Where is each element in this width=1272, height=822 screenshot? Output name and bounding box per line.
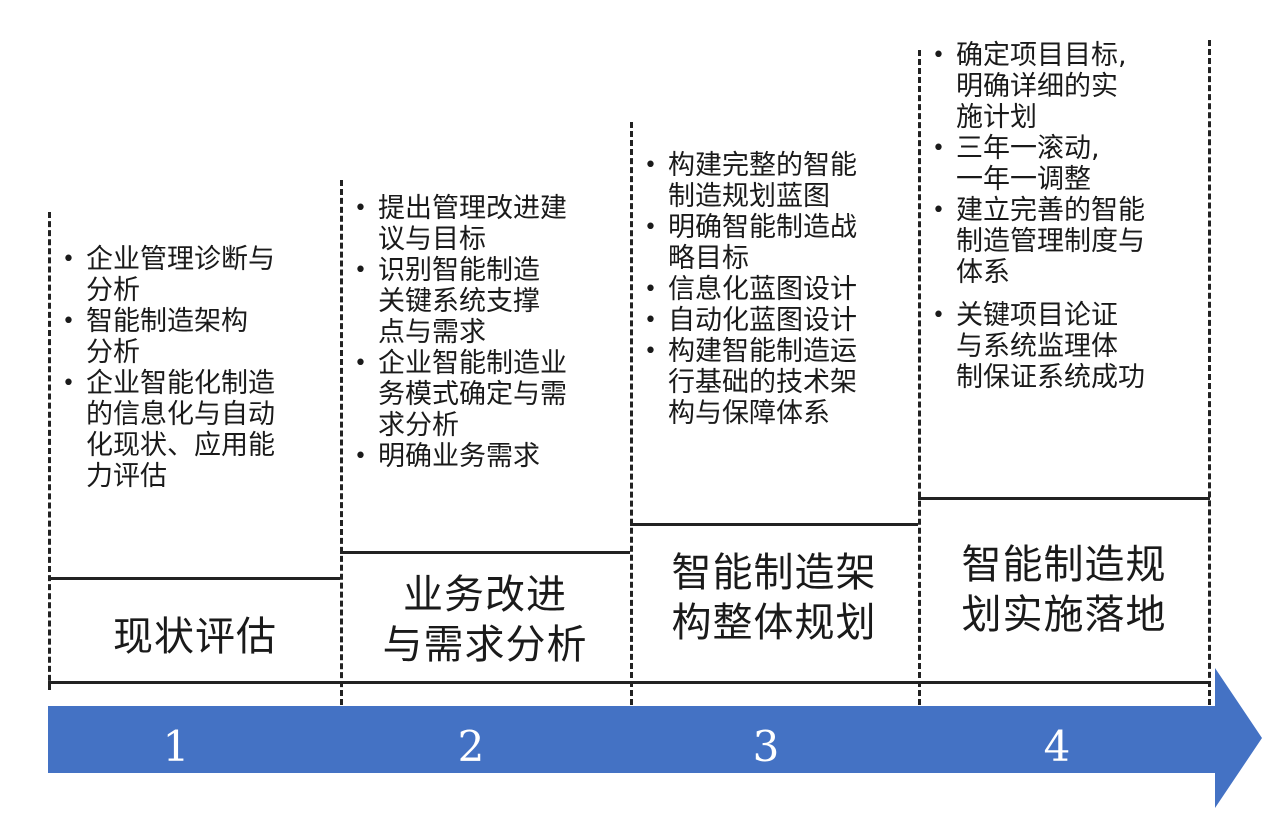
stage-1-bullets: 企业管理诊断与分析智能制造架构分析企业智能化制造的信息化与自动化现状、应用能力评… bbox=[54, 244, 334, 492]
bullet-line: 的信息化与自动 bbox=[86, 399, 275, 430]
bullet-line: 略目标 bbox=[668, 243, 749, 274]
bullet-line: 分析 bbox=[86, 337, 140, 368]
divider-4 bbox=[918, 50, 921, 705]
stage-1-number: 1 bbox=[162, 722, 190, 771]
stage-4-number: 4 bbox=[1043, 722, 1071, 771]
bullet-line: 行基础的技术架 bbox=[668, 367, 857, 398]
bullet-line: 求分析 bbox=[378, 410, 459, 441]
stage-2-title: 业务改进与需求分析 bbox=[340, 570, 630, 670]
bullet-line: 与系统监理体 bbox=[956, 331, 1118, 362]
bullet-line: 一年一调整 bbox=[956, 164, 1091, 195]
stage-2-number: 2 bbox=[457, 722, 485, 771]
stage-3-title: 智能制造架构整体规划 bbox=[630, 548, 918, 648]
bullet-line: 确定项目目标, bbox=[956, 40, 1127, 71]
divider-3 bbox=[630, 122, 633, 705]
bullet-line: 关键项目论证 bbox=[956, 300, 1118, 331]
bullet-line: 制造规划蓝图 bbox=[668, 181, 830, 212]
title-line: 智能制造架 bbox=[671, 550, 877, 596]
bullet-line: 构建完整的智能 bbox=[668, 150, 857, 181]
divider-1 bbox=[48, 212, 51, 690]
bullet-line: 体系 bbox=[956, 257, 1010, 288]
bullet-item: 信息化蓝图设计 bbox=[636, 274, 916, 305]
bullet-line: 提出管理改进建 bbox=[378, 193, 567, 224]
baseline bbox=[48, 681, 1210, 684]
step-line-4 bbox=[918, 497, 1210, 500]
bullet-line: 企业智能制造业 bbox=[378, 348, 567, 379]
stage-3-bullets: 构建完整的智能制造规划蓝图明确智能制造战略目标信息化蓝图设计自动化蓝图设计构建智… bbox=[636, 150, 916, 429]
arrow-shape bbox=[48, 668, 1262, 808]
bullet-line: 智能制造架构 bbox=[86, 306, 248, 337]
stage-4-title: 智能制造规划实施落地 bbox=[918, 540, 1210, 640]
divider-5 bbox=[1208, 40, 1211, 705]
bullet-line: 力评估 bbox=[86, 461, 167, 492]
title-line: 划实施落地 bbox=[961, 592, 1167, 638]
bullet-line: 自动化蓝图设计 bbox=[668, 305, 857, 336]
bullet-line: 企业智能化制造 bbox=[86, 368, 275, 399]
title-line: 与需求分析 bbox=[382, 622, 588, 668]
bullet-line: 建立完善的智能 bbox=[956, 195, 1145, 226]
bullet-line: 识别智能制造 bbox=[378, 255, 540, 286]
bullet-line: 构建智能制造运 bbox=[668, 336, 857, 367]
title-line: 现状评估 bbox=[113, 614, 277, 660]
step-line-3 bbox=[630, 523, 918, 526]
bullet-line: 明确详细的实 bbox=[956, 71, 1118, 102]
title-line: 业务改进 bbox=[403, 572, 567, 618]
stage-2-bullets: 提出管理改进建议与目标识别智能制造关键系统支撑点与需求企业智能制造业务模式确定与… bbox=[346, 193, 626, 472]
bullet-line: 信息化蓝图设计 bbox=[668, 274, 857, 305]
bullet-item: 自动化蓝图设计 bbox=[636, 305, 916, 336]
bullet-line: 点与需求 bbox=[378, 317, 486, 348]
step-line-1 bbox=[50, 577, 340, 580]
stage-1-title: 现状评估 bbox=[50, 612, 340, 662]
divider-2 bbox=[340, 180, 343, 705]
title-line: 智能制造规 bbox=[961, 542, 1167, 588]
bullet-line: 制造管理制度与 bbox=[956, 226, 1145, 257]
bullet-line: 务模式确定与需 bbox=[378, 379, 567, 410]
bullet-line: 议与目标 bbox=[378, 224, 486, 255]
bullet-line: 明确智能制造战 bbox=[668, 212, 857, 243]
stage-3-number: 3 bbox=[752, 722, 780, 771]
stage-4-bullets: 确定项目目标,明确详细的实施计划三年一滚动,一年一调整建立完善的智能制造管理制度… bbox=[924, 40, 1208, 393]
bullet-item: 明确业务需求 bbox=[346, 441, 626, 472]
bullet-line: 分析 bbox=[86, 275, 140, 306]
bullet-line: 企业管理诊断与 bbox=[86, 244, 275, 275]
bullet-item: 三年一滚动,一年一调整 bbox=[924, 133, 1208, 195]
bullet-line: 关键系统支撑 bbox=[378, 286, 540, 317]
step-line-2 bbox=[340, 551, 630, 554]
bullet-line: 化现状、应用能 bbox=[86, 430, 275, 461]
title-line: 构整体规划 bbox=[671, 600, 877, 646]
bullet-line: 明确业务需求 bbox=[378, 441, 540, 472]
bullet-line: 三年一滚动, bbox=[956, 133, 1100, 164]
bullet-line: 构与保障体系 bbox=[668, 398, 830, 429]
bullet-line: 施计划 bbox=[956, 102, 1037, 133]
bullet-line: 制保证系统成功 bbox=[956, 362, 1145, 393]
